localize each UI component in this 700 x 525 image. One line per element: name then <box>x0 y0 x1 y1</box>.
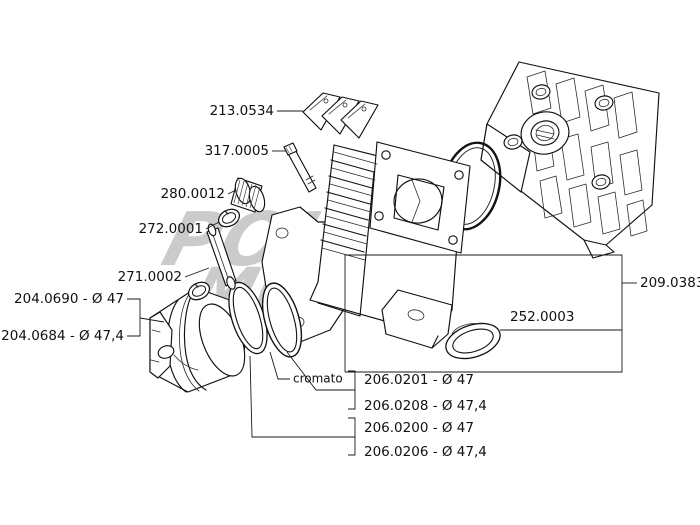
label-kit-number: 209.0383 <box>640 275 700 291</box>
label-ring-bottom-47-4: 206.0206 - Ø 47,4 <box>364 444 487 460</box>
label-cromato: cromato <box>293 372 343 386</box>
piston-pin-part <box>206 223 237 290</box>
circlips-part <box>187 208 241 301</box>
reed-plates-part <box>302 92 379 139</box>
label-piston-47-4: 204.0684 - Ø 47,4 <box>1 328 124 344</box>
label-base-gasket: 252.0003 <box>510 309 574 325</box>
stud-pin-part <box>283 142 317 193</box>
label-ring-bottom-47: 206.0200 - Ø 47 <box>364 420 474 436</box>
label-reed-plates: 213.0534 <box>210 103 274 119</box>
piston-part <box>149 287 253 393</box>
label-ring-top-47: 206.0201 - Ø 47 <box>364 372 474 388</box>
needle-bearing-part <box>230 177 266 213</box>
label-needle-bearing: 280.0012 <box>161 186 225 202</box>
label-circlips: 272.0001 <box>139 221 203 237</box>
piston-rings-part <box>228 281 303 358</box>
label-ring-top-47-4: 206.0208 - Ø 47,4 <box>364 398 487 414</box>
label-piston-pin: 271.0002 <box>118 269 182 285</box>
label-stud-pin: 317.0005 <box>205 143 269 159</box>
label-piston-47: 204.0690 - Ø 47 <box>14 291 124 307</box>
cylinder-head-part <box>480 61 660 259</box>
part-number-labels: 213.0534 317.0005 280.0012 272.0001 271.… <box>1 103 700 460</box>
leader-lines <box>127 110 637 456</box>
base-gasket-ring <box>445 322 501 360</box>
